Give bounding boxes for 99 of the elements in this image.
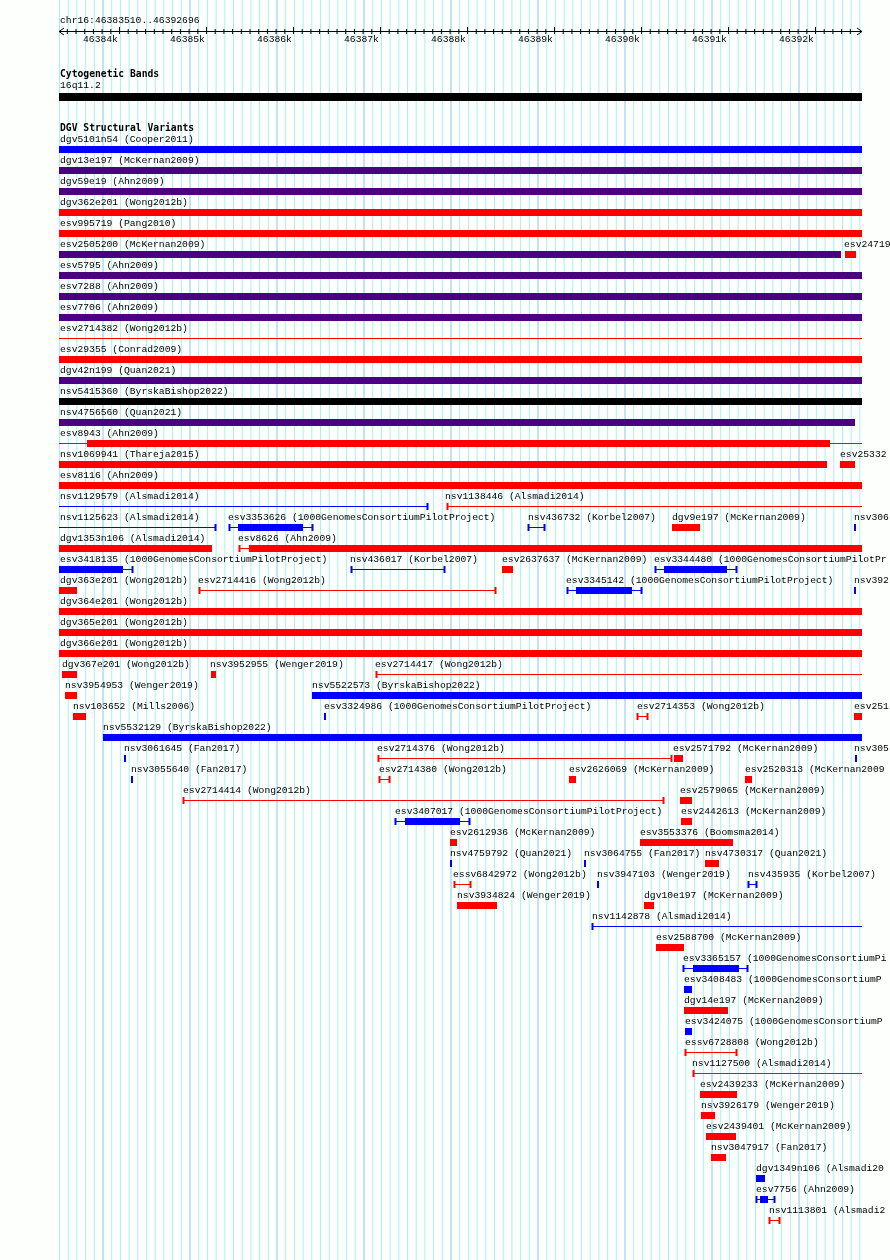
axis-tick-label: 46389k	[518, 34, 553, 45]
variant-label: dgv9e197 (McKernan2009)	[672, 512, 806, 523]
variant-label: nsv5532129 (ByrskaBishop2022)	[103, 722, 272, 733]
variant-label: esv2439233 (McKernan2009)	[700, 1079, 846, 1090]
variant-label: esv2637637 (McKernan2009)	[502, 554, 648, 565]
variant-label: dgv14e197 (McKernan2009)	[684, 995, 824, 1006]
variant-label: esv2571792 (McKernan2009)	[673, 743, 819, 754]
variant-label: esv2714417 (Wong2012b)	[375, 659, 503, 670]
variant-label: esv7288 (Ahn2009)	[60, 281, 159, 292]
variant-label: nsv3934824 (Wenger2019)	[457, 890, 591, 901]
variant-label: esv8943 (Ahn2009)	[60, 428, 159, 439]
variant-label: nsv3061645 (Fan2017)	[124, 743, 241, 754]
axis-tick-label: 46386k	[257, 34, 292, 45]
variant-label: esv3408483 (1000GenomesConsortiumP	[684, 974, 882, 985]
variant-label: esv3553376 (Boomsma2014)	[640, 827, 780, 838]
variant-label: esv3424075 (1000GenomesConsortiumP	[685, 1016, 883, 1027]
variant-label: dgv1349n106 (Alsmadi20	[756, 1163, 884, 1174]
variant-label: nsv1138446 (Alsmadi2014)	[445, 491, 585, 502]
variant-label: esv8626 (Ahn2009)	[238, 533, 337, 544]
variant-label: dgv365e201 (Wong2012b)	[60, 617, 188, 628]
variant-label: dgv42n199 (Quan2021)	[60, 365, 177, 376]
chromosome-range-title: chr16:46383510..46392696	[60, 15, 200, 26]
variant-label: esv8116 (Ahn2009)	[60, 470, 159, 481]
axis-tick-label: 46387k	[344, 34, 379, 45]
variant-label: esv3345142 (1000GenomesConsortiumPilotProject)	[566, 575, 834, 586]
variant-label: esv2714414 (Wong2012b)	[183, 785, 311, 796]
variant-label: esv3344480 (1000GenomesConsortiumPilotPr	[654, 554, 887, 565]
variant-label: dgv363e201 (Wong2012b)	[60, 575, 188, 586]
variant-label: nsv4730317 (Quan2021)	[705, 848, 828, 859]
variant-label: nsv436732 (Korbel2007)	[528, 512, 656, 523]
variant-label: nsv5522573 (ByrskaBishop2022)	[312, 680, 481, 691]
variant-label: nsv1069941 (Thareja2015)	[60, 449, 200, 460]
variant-label: esv995719 (Pang2010)	[60, 218, 177, 229]
variant-label: nsv305	[854, 743, 889, 754]
variant-label: dgv13e197 (McKernan2009)	[60, 155, 200, 166]
variant-label: esv3365157 (1000GenomesConsortiumPi	[683, 953, 887, 964]
variant-label: esv25332	[840, 449, 887, 460]
variant-label: esv2442613 (McKernan2009)	[681, 806, 827, 817]
variant-label: esv2588700 (McKernan2009)	[656, 932, 802, 943]
variant-label: nsv3055640 (Fan2017)	[131, 764, 248, 775]
variant-label: dgv59e19 (Ahn2009)	[60, 176, 165, 187]
variant-label: nsv4759792 (Quan2021)	[450, 848, 573, 859]
variant-label: nsv5415360 (ByrskaBishop2022)	[60, 386, 229, 397]
variant-label: esv2714376 (Wong2012b)	[377, 743, 505, 754]
variant-label: esv5795 (Ahn2009)	[60, 260, 159, 271]
variant-label: essv6842972 (Wong2012b)	[453, 869, 587, 880]
axis-tick-label: 46391k	[692, 34, 727, 45]
variant-label: nsv435935 (Korbel2007)	[748, 869, 876, 880]
variant-label: nsv1142878 (Alsmadi2014)	[592, 911, 732, 922]
variant-label: esv2579065 (McKernan2009)	[680, 785, 826, 796]
variant-label: nsv306	[854, 512, 889, 523]
variant-label: esv29355 (Conrad2009)	[60, 344, 183, 355]
variant-label: nsv3952955 (Wenger2019)	[210, 659, 344, 670]
axis-tick-label: 46384k	[83, 34, 118, 45]
variant-label: esv2626069 (McKernan2009)	[569, 764, 715, 775]
variant-label: esv3407017 (1000GenomesConsortiumPilotProject)	[395, 806, 663, 817]
variant-label: esv3418135 (1000GenomesConsortiumPilotProject)	[60, 554, 328, 565]
variant-label: essv6728808 (Wong2012b)	[685, 1037, 819, 1048]
variant-label: esv251	[854, 701, 889, 712]
variant-label: nsv3047917 (Fan2017)	[711, 1142, 828, 1153]
axis-tick-label: 46392k	[779, 34, 814, 45]
variant-label: dgv367e201 (Wong2012b)	[62, 659, 190, 670]
variant-label: nsv436017 (Korbel2007)	[350, 554, 478, 565]
variant-label: nsv3947103 (Wenger2019)	[597, 869, 731, 880]
variant-label: nsv1125623 (Alsmadi2014)	[60, 512, 200, 523]
variant-label: esv3353626 (1000GenomesConsortiumPilotProject)	[228, 512, 496, 523]
track-heading: DGV Structural Variants	[60, 122, 195, 133]
band-name: 16q11.2	[60, 80, 101, 91]
variant-label: esv2714382 (Wong2012b)	[60, 323, 188, 334]
variant-label: nsv1129579 (Alsmadi2014)	[60, 491, 200, 502]
variant-label: esv7756 (Ahn2009)	[756, 1184, 855, 1195]
variant-label: esv2439401 (McKernan2009)	[706, 1121, 852, 1132]
variant-label: nsv1113801 (Alsmadi2	[769, 1205, 886, 1216]
track-heading: Cytogenetic Bands	[60, 68, 160, 79]
axis-tick-label: 46385k	[170, 34, 205, 45]
variant-label: nsv3954953 (Wenger2019)	[65, 680, 199, 691]
axis-tick-label: 46388k	[431, 34, 466, 45]
variant-label: dgv366e201 (Wong2012b)	[60, 638, 188, 649]
variant-label: esv2714416 (Wong2012b)	[198, 575, 326, 586]
variant-label: esv2714353 (Wong2012b)	[637, 701, 765, 712]
axis-tick-label: 46390k	[605, 34, 640, 45]
variant-label: esv2612936 (McKernan2009)	[450, 827, 596, 838]
variant-label: dgv1353n106 (Alsmadi2014)	[60, 533, 206, 544]
variant-label: dgv362e201 (Wong2012b)	[60, 197, 188, 208]
variant-label: esv7706 (Ahn2009)	[60, 302, 159, 313]
variant-label: esv2520313 (McKernan2009	[745, 764, 885, 775]
variant-label: nsv392	[854, 575, 889, 586]
variant-label: nsv3064755 (Fan2017)	[584, 848, 701, 859]
variant-label: esv2714380 (Wong2012b)	[379, 764, 507, 775]
variant-label: esv3324986 (1000GenomesConsortiumPilotProject)	[324, 701, 592, 712]
variant-label: nsv4756560 (Quan2021)	[60, 407, 183, 418]
variant-label: esv2505200 (McKernan2009)	[60, 239, 206, 250]
variant-label: nsv3926179 (Wenger2019)	[701, 1100, 835, 1111]
variant-label: dgv10e197 (McKernan2009)	[644, 890, 784, 901]
variant-label: esv24719	[844, 239, 890, 250]
variant-label: nsv1127500 (Alsmadi2014)	[692, 1058, 832, 1069]
variant-label: nsv103652 (Mills2006)	[73, 701, 196, 712]
variant-label: dgv5101n54 (Cooper2011)	[60, 134, 194, 145]
variant-label: dgv364e201 (Wong2012b)	[60, 596, 188, 607]
